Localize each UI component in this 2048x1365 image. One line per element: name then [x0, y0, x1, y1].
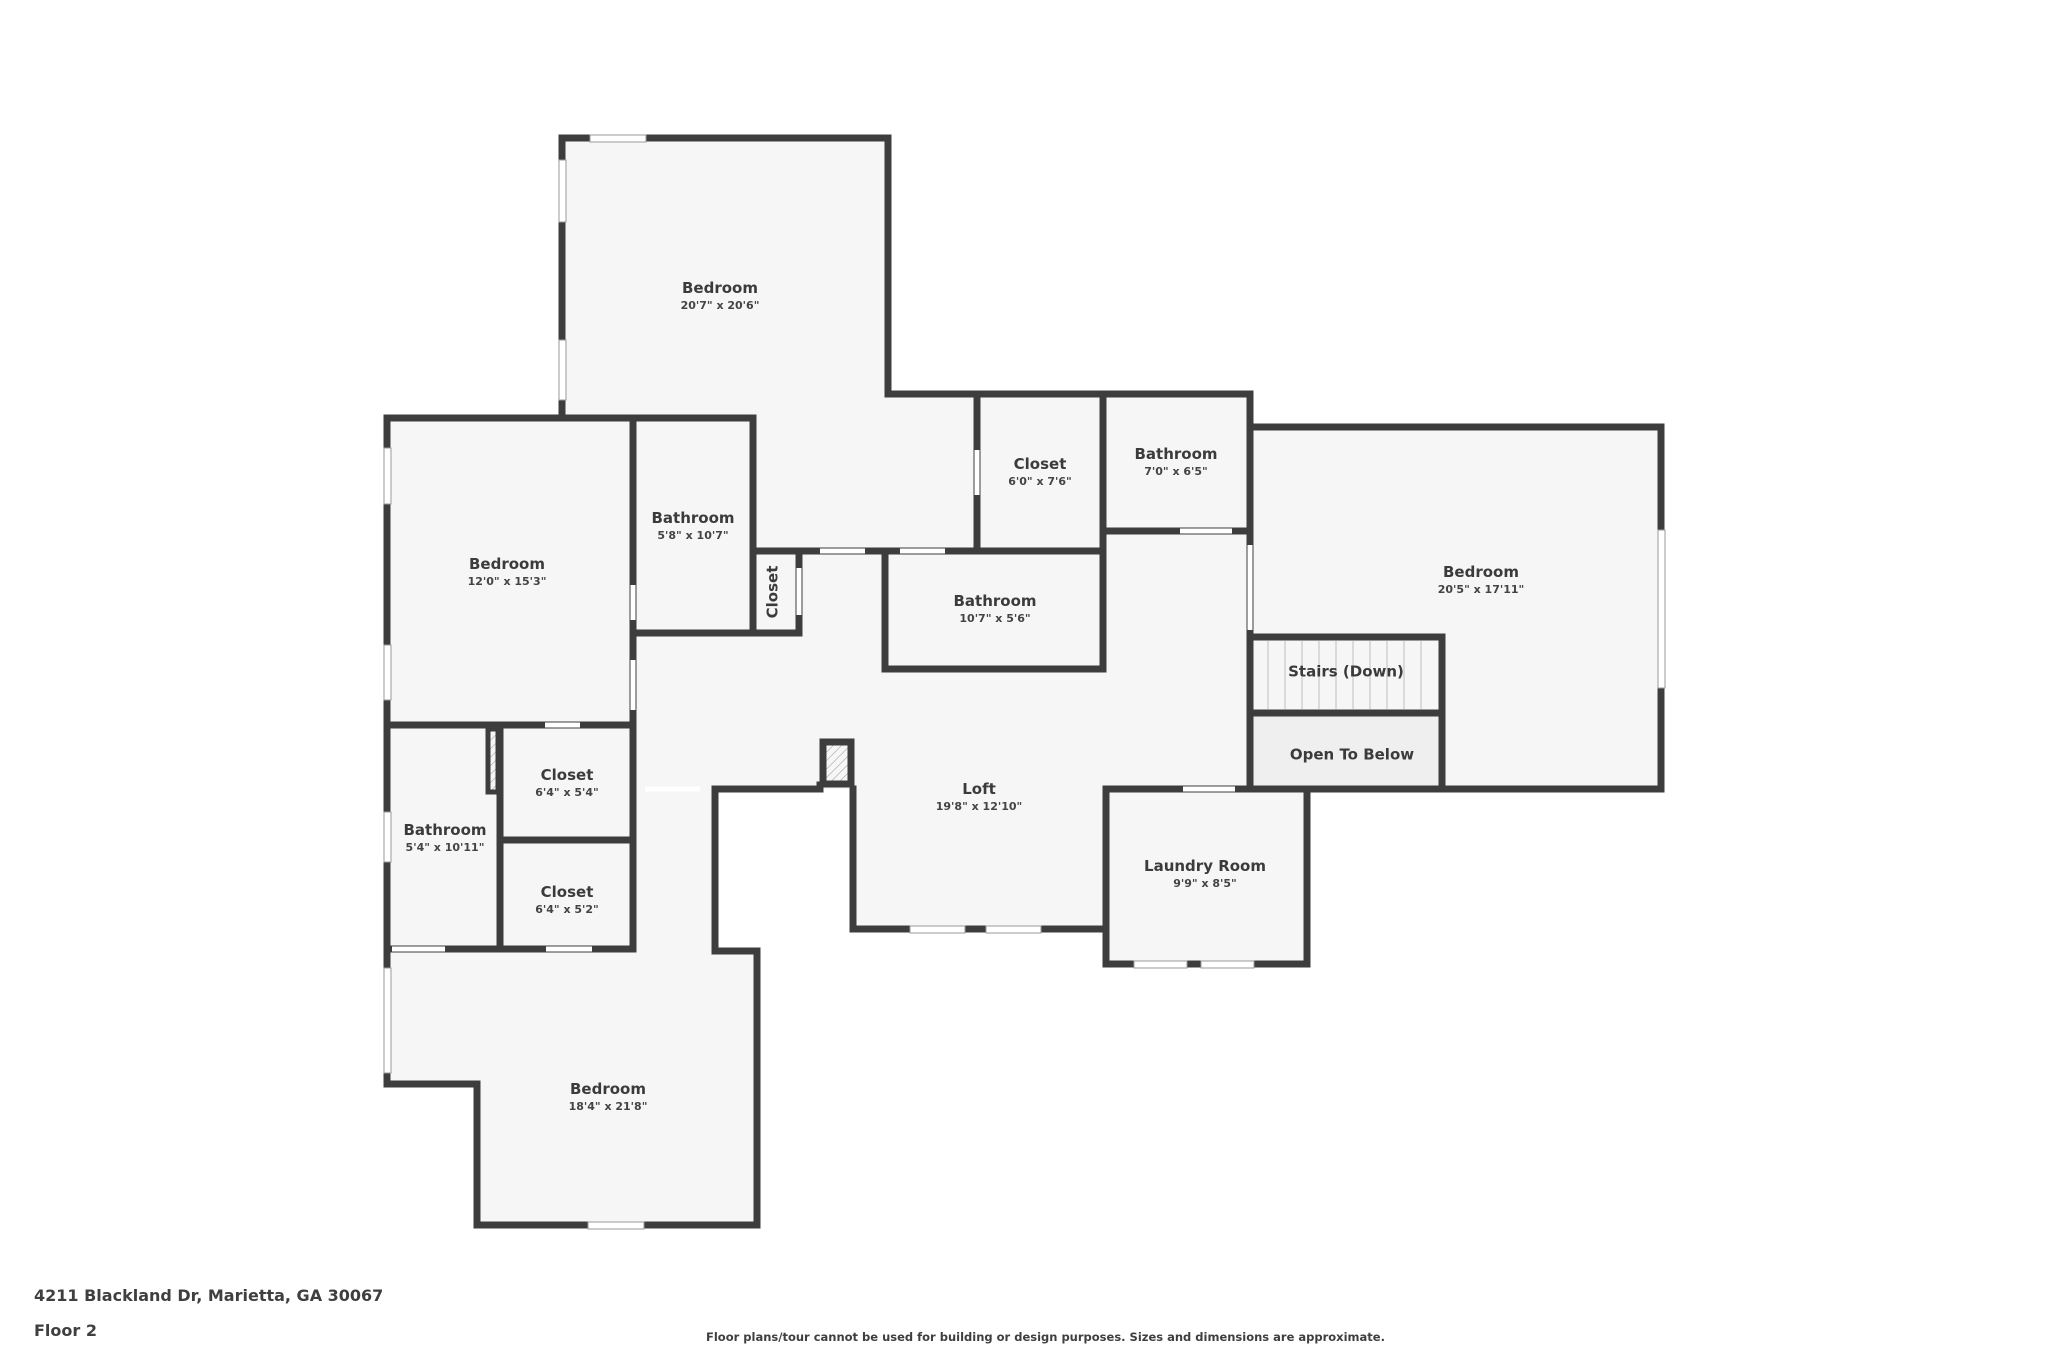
- floor-closet-b: [977, 394, 1103, 551]
- room-name: Bedroom: [682, 279, 758, 297]
- floor-bath-d: [387, 725, 500, 949]
- floor-laundry: [1106, 789, 1307, 964]
- room-dimensions: 9'9" x 8'5": [1173, 877, 1237, 890]
- room-closet-c: Closet 6'4" x 5'4": [535, 766, 599, 800]
- window: [383, 811, 392, 863]
- window: [1133, 960, 1188, 969]
- window: [589, 134, 647, 143]
- floor-stairs: [1250, 637, 1442, 713]
- room-name: Open To Below: [1289, 745, 1415, 764]
- window: [587, 1221, 645, 1230]
- window: [558, 339, 567, 401]
- window: [1200, 960, 1255, 969]
- room-name: Bathroom: [953, 592, 1037, 610]
- window: [985, 925, 1042, 934]
- door-openings: [392, 450, 1253, 952]
- room-name: Closet: [763, 565, 782, 619]
- floor-closet-d: [500, 840, 633, 949]
- floor-left-bedroom: [387, 418, 633, 725]
- room-name: Closet: [540, 766, 594, 784]
- floor-bath-b: [1103, 394, 1250, 531]
- room-dimensions: 6'0" x 7'6": [1008, 475, 1072, 488]
- room-closet-vertical: Closet: [764, 566, 783, 619]
- window: [909, 925, 966, 934]
- room-dimensions: 5'8" x 10'7": [657, 529, 729, 542]
- window: [1657, 529, 1666, 689]
- room-dimensions: 5'4" x 10'11": [405, 841, 485, 854]
- room-name: Stairs (Down): [1288, 662, 1404, 681]
- floor-bath-a: [633, 418, 753, 633]
- floor-open-below: [1250, 713, 1442, 789]
- room-dimensions: 6'4" x 5'4": [535, 786, 599, 799]
- room-open-to-below: Open To Below: [1290, 746, 1414, 765]
- stair-treads: [1267, 641, 1422, 709]
- room-dimensions: 12'0" x 15'3": [467, 575, 547, 588]
- room-name: Bathroom: [1134, 445, 1218, 463]
- floor-closet-rot: [753, 551, 799, 633]
- room-dimensions: 18'4" x 21'8": [568, 1100, 648, 1113]
- room-floors: [387, 138, 1661, 1225]
- room-name: Closet: [540, 883, 594, 901]
- room-closet-d: Closet 6'4" x 5'2": [535, 883, 599, 917]
- hatched-chase-loft: [819, 738, 855, 788]
- room-name: Closet: [1013, 455, 1067, 473]
- room-loft: Loft 19'8" x 12'10": [936, 780, 1023, 814]
- floor-bath-c: [885, 551, 1103, 669]
- window: [383, 644, 392, 701]
- room-name: Bedroom: [1443, 563, 1519, 581]
- room-stairs-down: Stairs (Down): [1288, 663, 1404, 682]
- window: [558, 159, 567, 223]
- room-name: Bathroom: [403, 821, 487, 839]
- room-dimensions: 6'4" x 5'2": [535, 903, 599, 916]
- room-name: Bathroom: [651, 509, 735, 527]
- room-dimensions: 20'5" x 17'11": [1437, 583, 1525, 596]
- window: [383, 967, 392, 1074]
- room-bathroom-b: Bathroom 7'0" x 6'5": [1134, 445, 1217, 479]
- room-dimensions: 20'7" x 20'6": [680, 299, 760, 312]
- room-name: Laundry Room: [1144, 857, 1266, 875]
- window: [383, 447, 392, 505]
- room-bedroom-right: Bedroom 20'5" x 17'11": [1438, 563, 1525, 597]
- room-bathroom-d: Bathroom 5'4" x 10'11": [403, 821, 486, 855]
- room-bedroom-bottom: Bedroom 18'4" x 21'8": [569, 1080, 648, 1114]
- room-dimensions: 7'0" x 6'5": [1144, 465, 1208, 478]
- room-name: Loft: [962, 780, 996, 798]
- room-bedroom-left: Bedroom 12'0" x 15'3": [468, 555, 547, 589]
- room-closet-b: Closet 6'0" x 7'6": [1008, 455, 1072, 489]
- room-name: Bedroom: [469, 555, 545, 573]
- floor-label: Floor 2: [34, 1321, 97, 1340]
- room-dimensions: 10'7" x 5'6": [959, 612, 1031, 625]
- room-laundry: Laundry Room 9'9" x 8'5": [1144, 857, 1266, 891]
- floor-closet-c: [500, 725, 633, 840]
- floor-top-bedroom: [562, 138, 977, 551]
- room-name: Bedroom: [570, 1080, 646, 1098]
- disclaimer: Floor plans/tour cannot be used for buil…: [706, 1330, 1385, 1344]
- floor-loft-hall: [633, 531, 1250, 929]
- room-bathroom-a: Bathroom 5'8" x 10'7": [651, 509, 734, 543]
- property-address: 4211 Blackland Dr, Marietta, GA 30067: [34, 1286, 384, 1305]
- room-bedroom-top: Bedroom 20'7" x 20'6": [681, 279, 760, 313]
- windows: [383, 134, 1666, 1230]
- room-dimensions: 19'8" x 12'10": [935, 800, 1023, 813]
- room-bathroom-c: Bathroom 10'7" x 5'6": [953, 592, 1036, 626]
